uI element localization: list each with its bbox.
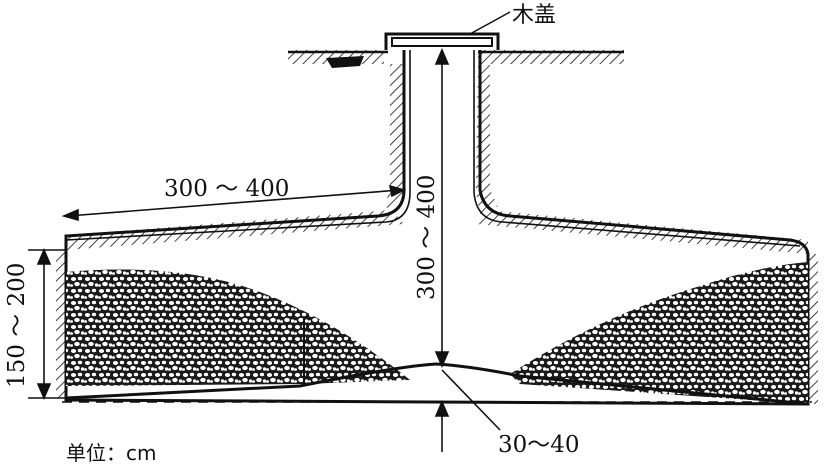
dimension-shaft-depth (434, 47, 450, 369)
dimension-wing-length (61, 184, 407, 222)
dim-height-label: 150 ～ 200 (4, 263, 30, 388)
dim-shaft-depth-label: 300 ～ 400 (414, 175, 440, 300)
wood-cover-label: 木盖 (512, 3, 556, 28)
structure-outline (64, 50, 810, 406)
dimension-height (28, 247, 66, 401)
dim-bottom-label: 30～40 (498, 432, 580, 458)
wood-cover (384, 11, 511, 50)
dimension-bottom (432, 369, 501, 452)
unit-label: 单位：cm (66, 441, 156, 465)
dim-wing-length-label: 300 ～ 400 (164, 176, 289, 202)
gravel-fill (66, 262, 808, 404)
pit-floor (65, 362, 809, 406)
